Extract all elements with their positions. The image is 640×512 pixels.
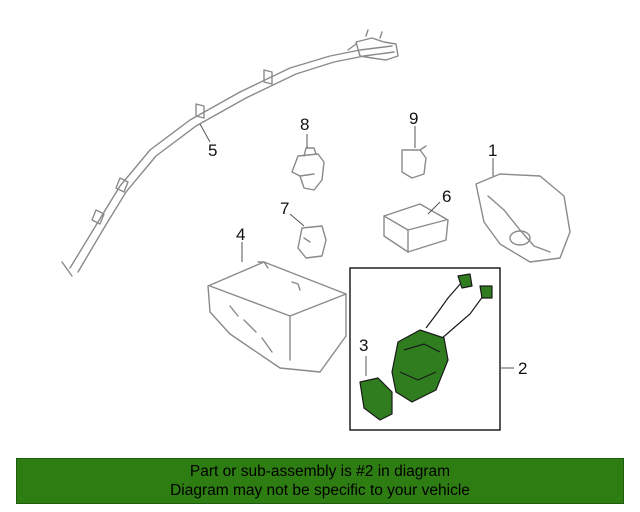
banner-line-2: Diagram may not be specific to your vehi… [170,482,470,499]
callout-9: 9 [409,109,418,128]
part-5-curtain-airbag[interactable] [61,29,399,277]
part-4-passenger-airbag[interactable] [207,261,347,373]
leader-line-6 [427,201,441,215]
callout-5: 5 [208,141,217,160]
leader-line-5 [199,123,211,143]
part-2-clock-spring[interactable] [391,273,493,403]
banner-line-1: Part or sub-assembly is #2 in diagram [189,463,451,480]
part-1-driver-airbag[interactable] [475,173,571,263]
callout-7: 7 [280,199,289,218]
part-6-airbag-module[interactable] [383,203,449,253]
leader-line-7 [289,213,305,227]
callout-2: 2 [518,359,527,378]
callout-3: 3 [359,336,368,355]
part-7-sensor[interactable] [297,225,327,259]
callout-8: 8 [300,115,309,134]
part-9-sensor[interactable] [401,145,427,179]
part-3-spacer[interactable] [359,377,393,421]
part-2-frame [349,267,501,431]
callout-6: 6 [442,187,451,206]
callout-1: 1 [488,141,497,160]
part-info-banner: Part or sub-assembly is #2 in diagram Di… [16,458,624,504]
part-8-sensor[interactable] [291,147,325,191]
callout-4: 4 [236,225,245,244]
parts-diagram: 1 2 3 4 5 6 7 8 9 [61,29,571,431]
